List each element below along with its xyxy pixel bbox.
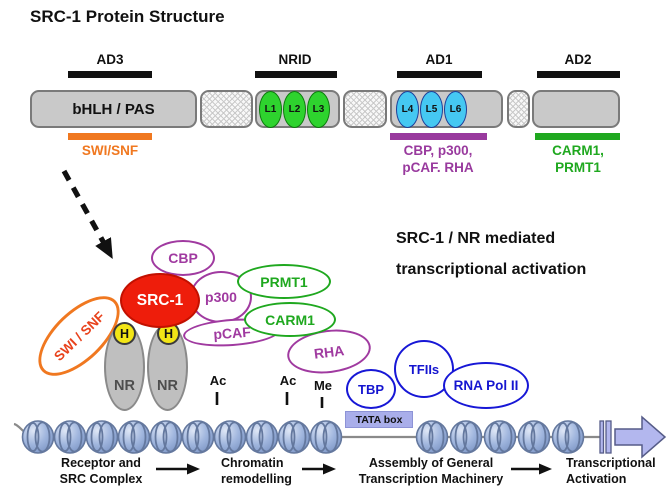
domain-bar-ad1 <box>397 71 482 78</box>
step2-line2: remodelling <box>221 472 292 486</box>
motif-l6: L6 <box>444 91 467 128</box>
segment-linker-1 <box>200 90 253 128</box>
segment-linker-2 <box>343 90 387 128</box>
domain-label-ad1: AD1 <box>425 51 453 67</box>
motif-l4: L4 <box>396 91 419 128</box>
rna-pol-ii-ellipse: RNA Pol II <box>443 362 529 409</box>
motif-l1: L1 <box>259 91 282 128</box>
step3-line1: Assembly of General <box>368 456 494 470</box>
step2-line1: Chromatin <box>221 456 284 470</box>
nucleosome-bead <box>277 420 311 454</box>
nucleosome-bead <box>415 420 449 454</box>
nucleosome-bead <box>213 420 247 454</box>
nucleosome-bead <box>449 420 483 454</box>
nucleosome-array <box>21 420 585 454</box>
dashed-recruitment-arrow <box>61 169 113 259</box>
acetylation-mark-1: Ac <box>209 373 227 388</box>
step1-line1: Receptor and <box>61 456 141 470</box>
carm1-ellipse: CARM1 <box>244 302 336 337</box>
swi-snf-underline <box>68 133 152 140</box>
nucleosome-bead <box>85 420 119 454</box>
nucleosome-bead <box>551 420 585 454</box>
dna-line <box>13 422 602 439</box>
domain-bar-ad2 <box>537 71 620 78</box>
swi-snf-label: SWI/SNF <box>81 143 139 158</box>
motif-l2: L2 <box>283 91 306 128</box>
nucleosome-bead <box>117 420 151 454</box>
nucleosome-bead <box>483 420 517 454</box>
nucleosome-bead <box>149 420 183 454</box>
tbp-ellipse: TBP <box>346 369 396 409</box>
ad2-partners-line1: CARM1, <box>552 143 604 158</box>
ad1-partners-underline <box>390 133 487 140</box>
page-title: SRC-1 Protein Structure <box>30 7 225 26</box>
tata-box: TATA box <box>345 411 413 428</box>
ad1-partners-line1: CBP, p300, <box>403 143 473 158</box>
ad1-partners-label: CBP, p300, pCAF. RHA <box>385 142 491 176</box>
domain-label-ad2: AD2 <box>564 51 592 67</box>
cbp-ellipse: CBP <box>151 240 215 276</box>
domain-label-ad3: AD3 <box>96 51 124 67</box>
step4-line2: Activation <box>566 472 627 486</box>
domain-label-nrid: NRID <box>278 51 312 67</box>
transcription-arrow-icon <box>599 415 667 459</box>
prmt1-ellipse: PRMT1 <box>237 264 331 299</box>
nucleosome-bead <box>181 420 215 454</box>
nucleosome-bead <box>245 420 279 454</box>
nucleosome-bead <box>53 420 87 454</box>
src1-ellipse: SRC-1 <box>120 273 200 328</box>
histone-h-left: H <box>113 322 136 345</box>
ad2-partners-label: CARM1, PRMT1 <box>531 142 625 176</box>
step-receptor-src-complex: Receptor and SRC Complex <box>42 455 160 487</box>
nucleosome-bead <box>309 420 343 454</box>
nucleosome-bead <box>517 420 551 454</box>
step4-line1: Transcriptional <box>566 456 656 470</box>
ad2-partners-underline <box>535 133 620 140</box>
step-transcriptional-activation: Transcriptional Activation <box>566 455 666 487</box>
segment-linker-3 <box>507 90 530 128</box>
acetylation-mark-2: Ac <box>279 373 297 388</box>
domain-bar-nrid <box>255 71 337 78</box>
step1-line2: SRC Complex <box>59 472 143 486</box>
ad2-partners-line2: PRMT1 <box>555 160 601 175</box>
step-chromatin-remodelling: Chromatin remodelling <box>221 455 321 487</box>
segment-ad2 <box>532 90 620 128</box>
step-assembly-machinery: Assembly of General Transcription Machin… <box>350 455 512 487</box>
segment-bhlh-pas: bHLH / PAS <box>30 90 197 128</box>
ad1-partners-line2: pCAF. RHA <box>402 160 474 175</box>
nucleosome-bead <box>21 420 55 454</box>
section-heading-line2: transcriptional activation <box>396 261 587 278</box>
step3-line2: Transcription Machinery <box>358 472 504 486</box>
domain-bar-ad3 <box>68 71 152 78</box>
section-heading-line1: SRC-1 / NR mediated <box>396 230 556 247</box>
motif-l3: L3 <box>307 91 330 128</box>
methylation-mark: Me <box>313 378 333 393</box>
motif-l5: L5 <box>420 91 443 128</box>
